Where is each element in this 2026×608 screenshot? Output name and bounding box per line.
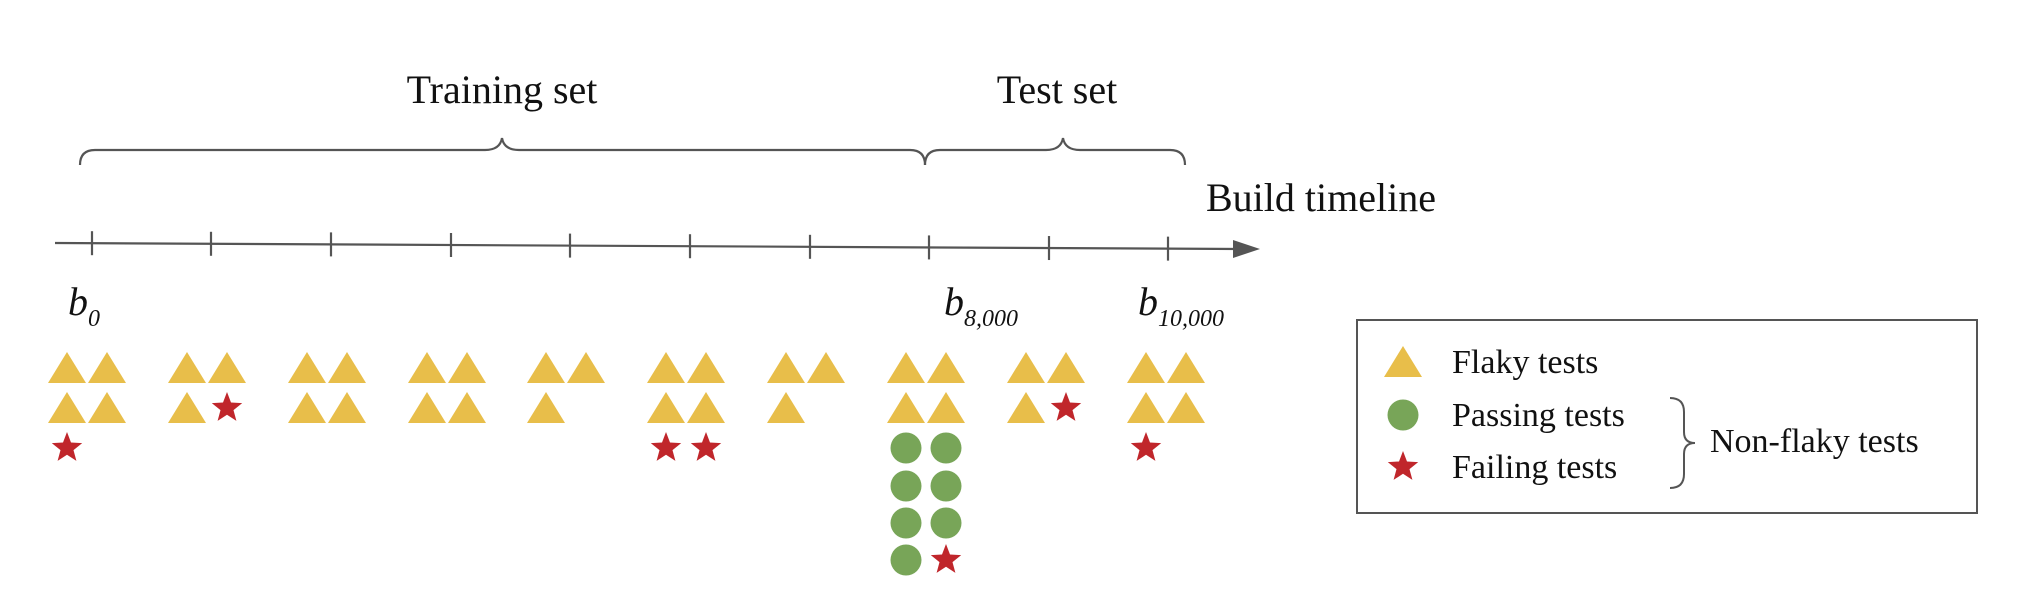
- flaky-test-icon: [647, 352, 685, 383]
- flaky-test-icon: [527, 352, 565, 383]
- failing-test-icon: [1130, 432, 1162, 461]
- legend-flaky-icon: [1384, 346, 1422, 377]
- build-group: [168, 352, 246, 423]
- legend-passing-label: Passing tests: [1452, 397, 1625, 434]
- flaky-test-icon: [687, 352, 725, 383]
- flaky-test-icon: [1167, 352, 1205, 383]
- flaky-test-icon: [927, 392, 965, 423]
- legend-failing-icon: [1387, 451, 1419, 480]
- build-marker-b8000: b8,000: [944, 279, 1018, 332]
- test-set-label: Test set: [997, 67, 1118, 112]
- build-group: [48, 352, 126, 461]
- build-marker-b0: b0: [68, 279, 100, 332]
- legend-failing-label: Failing tests: [1452, 449, 1617, 486]
- flaky-test-icon: [48, 392, 86, 423]
- flaky-test-icon: [567, 352, 605, 383]
- timeline-arrowhead: [1233, 240, 1260, 258]
- flaky-test-icon: [408, 352, 446, 383]
- test-set-brace: [923, 137, 1187, 166]
- build-group: [408, 352, 486, 423]
- flaky-test-icon: [88, 352, 126, 383]
- legend: Flaky tests Passing tests Failing tests …: [1356, 319, 1978, 514]
- flaky-test-icon: [1167, 392, 1205, 423]
- flaky-test-icon: [1007, 392, 1045, 423]
- build-timeline-label: Build timeline: [1206, 175, 1436, 220]
- flaky-test-icon: [807, 352, 845, 383]
- flaky-test-icon: [208, 352, 246, 383]
- flaky-test-icon: [48, 352, 86, 383]
- flaky-test-icon: [767, 352, 805, 383]
- legend-flaky-label: Flaky tests: [1452, 344, 1598, 381]
- failing-test-icon: [650, 432, 682, 461]
- failing-test-icon: [211, 392, 243, 421]
- flaky-test-icon: [1007, 352, 1045, 383]
- build-group: [767, 352, 845, 423]
- flaky-test-icon: [448, 352, 486, 383]
- flaky-test-icon: [687, 392, 725, 423]
- build-group: [1127, 352, 1205, 461]
- flaky-test-icon: [408, 392, 446, 423]
- build-marker-b10000: b10,000: [1138, 279, 1224, 332]
- flaky-test-icon: [88, 392, 126, 423]
- training-set-label: Training set: [407, 67, 598, 112]
- build-group: [1007, 352, 1085, 423]
- passing-test-icon: [890, 507, 922, 539]
- build-group: [647, 352, 725, 461]
- flaky-test-icon: [887, 392, 925, 423]
- passing-test-icon: [930, 470, 962, 502]
- legend-passing-icon: [1387, 399, 1419, 431]
- test-symbols: [48, 352, 1205, 576]
- flaky-test-icon: [927, 352, 965, 383]
- flaky-test-icon: [1127, 352, 1165, 383]
- failing-test-icon: [930, 544, 962, 573]
- flaky-test-icon: [767, 392, 805, 423]
- flaky-test-icon: [328, 392, 366, 423]
- passing-test-icon: [890, 470, 922, 502]
- build-group: [288, 352, 366, 423]
- legend-box: [1356, 319, 1978, 514]
- legend-symbols: [1384, 346, 1422, 480]
- failing-test-icon: [1050, 392, 1082, 421]
- training-set-brace: [78, 137, 927, 166]
- timeline-axis: [54, 241, 1241, 251]
- flaky-test-icon: [168, 392, 206, 423]
- flaky-test-icon: [168, 352, 206, 383]
- passing-test-icon: [890, 432, 922, 464]
- flaky-test-icon: [1047, 352, 1085, 383]
- flaky-test-icon: [328, 352, 366, 383]
- flaky-test-icon: [1127, 392, 1165, 423]
- flaky-test-icon: [647, 392, 685, 423]
- legend-non-flaky-label: Non-flaky tests: [1710, 423, 1919, 460]
- failing-test-icon: [690, 432, 722, 461]
- timeline-ticks: [90, 231, 1170, 261]
- flaky-test-icon: [288, 352, 326, 383]
- passing-test-icon: [930, 432, 962, 464]
- build-group: [527, 352, 605, 423]
- failing-test-icon: [51, 432, 83, 461]
- flaky-test-icon: [527, 392, 565, 423]
- legend-group-brace: [1669, 397, 1696, 489]
- flaky-test-icon: [448, 392, 486, 423]
- flaky-test-icon: [288, 392, 326, 423]
- build-group: [887, 352, 965, 576]
- passing-test-icon: [890, 544, 922, 576]
- flaky-test-icon: [887, 352, 925, 383]
- passing-test-icon: [930, 507, 962, 539]
